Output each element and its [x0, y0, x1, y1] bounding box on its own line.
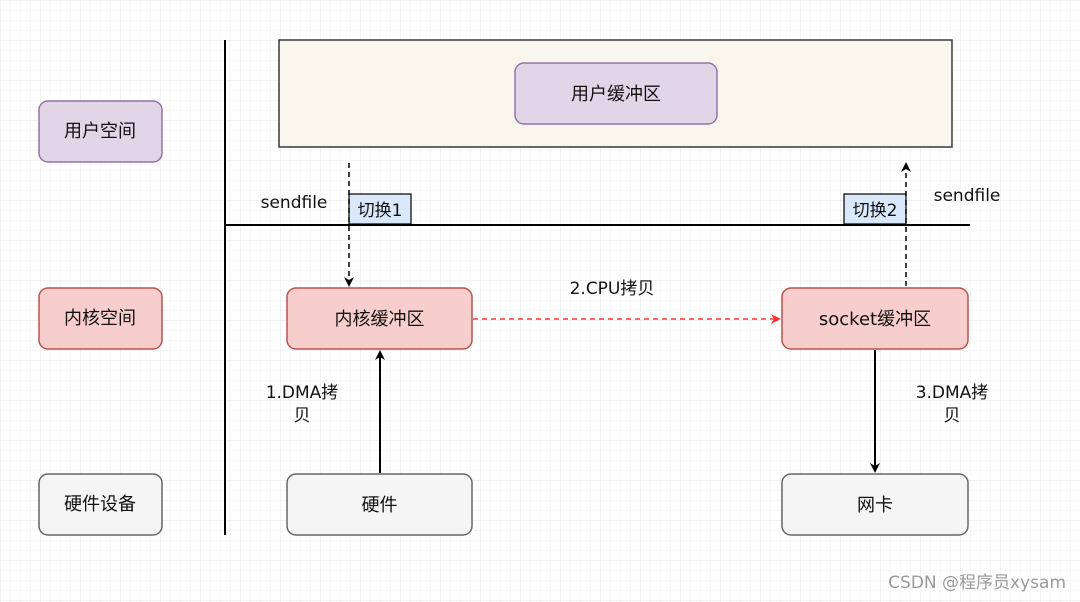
socket-buffer-label: socket缓冲区: [819, 309, 931, 330]
switch-tag-2-text: 切换2: [853, 201, 898, 221]
row-label-kernel-space: 内核空间: [38, 287, 163, 350]
row-label-kernel-space-text: 内核空间: [64, 308, 136, 329]
kernel-buffer-box: 内核缓冲区: [286, 287, 473, 350]
row-label-user-space: 用户空间: [38, 100, 163, 163]
row-label-hardware-devices-text: 硬件设备: [64, 494, 136, 515]
switch-tag-2: 切换2: [843, 193, 907, 225]
socket-buffer-box: socket缓冲区: [781, 287, 969, 350]
csdn-watermark: CSDN @程序员xysam: [888, 573, 1066, 593]
dma-copy-3-label-line2: 贝: [944, 406, 961, 426]
nic-label: 网卡: [857, 495, 893, 516]
user-buffer-box: 用户缓冲区: [514, 62, 718, 125]
row-label-hardware-devices: 硬件设备: [38, 473, 163, 536]
user-buffer-label: 用户缓冲区: [571, 84, 661, 105]
dma-copy-3-label-line1: 3.DMA拷: [916, 383, 989, 403]
hardware-box: 硬件: [286, 473, 473, 536]
row-label-user-space-text: 用户空间: [64, 121, 136, 142]
dma-copy-1-label-line2: 贝: [294, 406, 311, 426]
nic-box: 网卡: [781, 473, 969, 536]
hardware-label: 硬件: [362, 495, 398, 516]
sendfile-label-left: sendfile: [261, 193, 328, 213]
switch-tag-1-text: 切换1: [358, 201, 403, 221]
cpu-copy-label: 2.CPU拷贝: [570, 279, 655, 299]
sendfile-label-right: sendfile: [934, 186, 1001, 206]
dma-copy-1-label-line1: 1.DMA拷: [266, 383, 339, 403]
kernel-buffer-label: 内核缓冲区: [335, 309, 425, 330]
switch-tag-1: 切换1: [348, 193, 412, 225]
